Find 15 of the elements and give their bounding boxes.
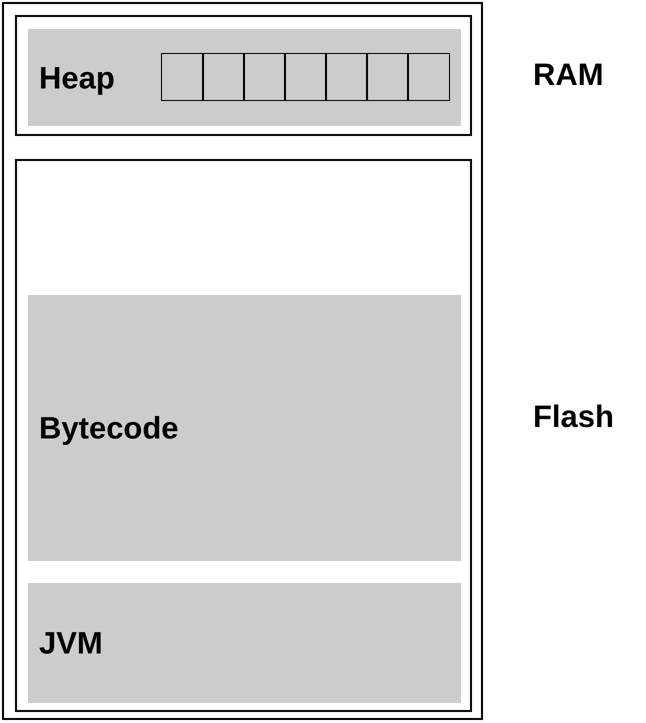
segment-label: JVM (39, 628, 103, 658)
memory-segment (28, 583, 461, 703)
heap-cell (202, 53, 245, 101)
heap-cell (407, 53, 450, 101)
memory-label: RAM (533, 59, 604, 90)
heap-cell (243, 53, 286, 101)
heap-cell (366, 53, 409, 101)
segment-label: Heap (39, 62, 115, 93)
heap-cell (284, 53, 327, 101)
memory-label: Flash (533, 401, 614, 432)
heap-cell (161, 53, 204, 101)
memory-segment (28, 29, 461, 126)
heap-cell (325, 53, 368, 101)
segment-label: Bytecode (39, 412, 179, 444)
memory-segment (28, 295, 461, 561)
